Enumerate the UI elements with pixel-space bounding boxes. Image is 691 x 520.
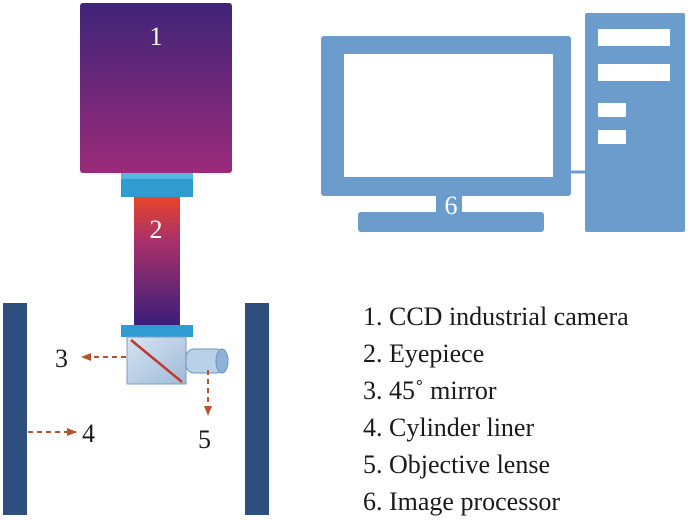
- monitor-screen: [344, 54, 553, 177]
- legend-item-eyepiece: 2. Eyepiece: [363, 339, 485, 368]
- mirror-diagonal: [130, 339, 183, 383]
- monitor-neck: [436, 196, 462, 212]
- objective-lens-face: [215, 348, 229, 374]
- camera-number: 1: [150, 22, 163, 51]
- tower-slot-1: [598, 103, 626, 117]
- legend: 1. CCD industrial camera 2. Eyepiece 3. …: [363, 298, 629, 520]
- eyepiece-number: 2: [150, 215, 163, 244]
- tower-drive-1: [598, 29, 670, 46]
- lower-coupler: [121, 325, 193, 337]
- liner-number: 4: [82, 419, 95, 448]
- tower-drive-2: [598, 64, 670, 81]
- legend-item-processor: 6. Image processor: [363, 487, 561, 516]
- tower-slot-2: [598, 130, 626, 144]
- cylinder-liner-right: [245, 303, 269, 515]
- legend-item-liner: 4. Cylinder liner: [363, 413, 535, 442]
- ccd-camera: [80, 3, 232, 173]
- legend-item-objective: 5. Objective lense: [363, 450, 550, 479]
- eyepiece-tube: [134, 197, 180, 325]
- cylinder-liner-left: [3, 303, 27, 515]
- monitor-base: [358, 212, 544, 232]
- processor-number: 6: [445, 191, 458, 220]
- legend-item-camera: 1. CCD industrial camera: [363, 302, 629, 331]
- legend-item-mirror: 3. 45˚ mirror: [363, 376, 497, 405]
- objective-number: 5: [198, 425, 211, 454]
- upper-coupler-band: [121, 173, 193, 179]
- mirror-number: 3: [55, 344, 68, 373]
